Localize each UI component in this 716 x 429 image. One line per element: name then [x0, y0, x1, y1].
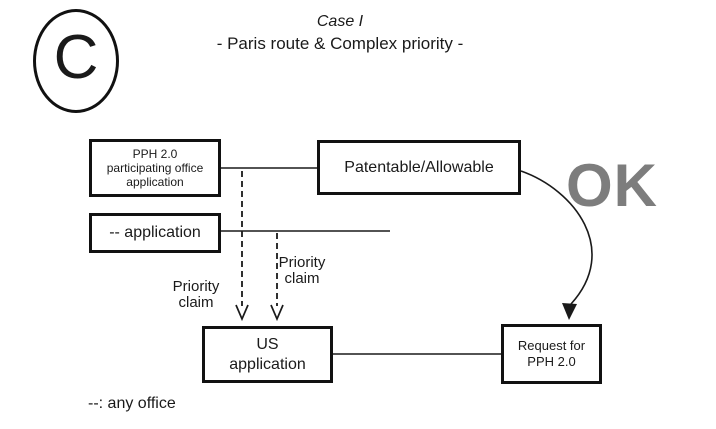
figure-title-block: Case I - Paris route & Complex priority …: [140, 13, 540, 54]
box-any-office-application: -- application: [89, 213, 221, 253]
priority-claim-label-left: Priority claim: [172, 278, 220, 311]
curved-arrow-patentable-to-request: [520, 170, 593, 305]
box-us-application: US application: [202, 326, 333, 383]
down-arrowhead-icon: [270, 304, 284, 322]
down-arrowhead-icon: [562, 303, 577, 320]
legend-any-office: --: any office: [88, 395, 176, 412]
down-arrowhead-icon: [235, 304, 249, 322]
ok-label: OK: [566, 152, 658, 219]
box-request-for-pph: Request for PPH 2.0: [501, 324, 602, 384]
case-badge-letter: C: [53, 23, 99, 92]
figure-title: Case I: [316, 13, 364, 30]
box-patentable-allowable: Patentable/Allowable: [317, 140, 521, 195]
figure-subtitle: - Paris route & Complex priority -: [216, 34, 464, 53]
priority-claim-label-right: Priority claim: [278, 254, 326, 287]
box-pph-participating-office-application: PPH 2.0 participating office application: [89, 139, 221, 197]
case-badge-circle: C: [33, 9, 119, 113]
